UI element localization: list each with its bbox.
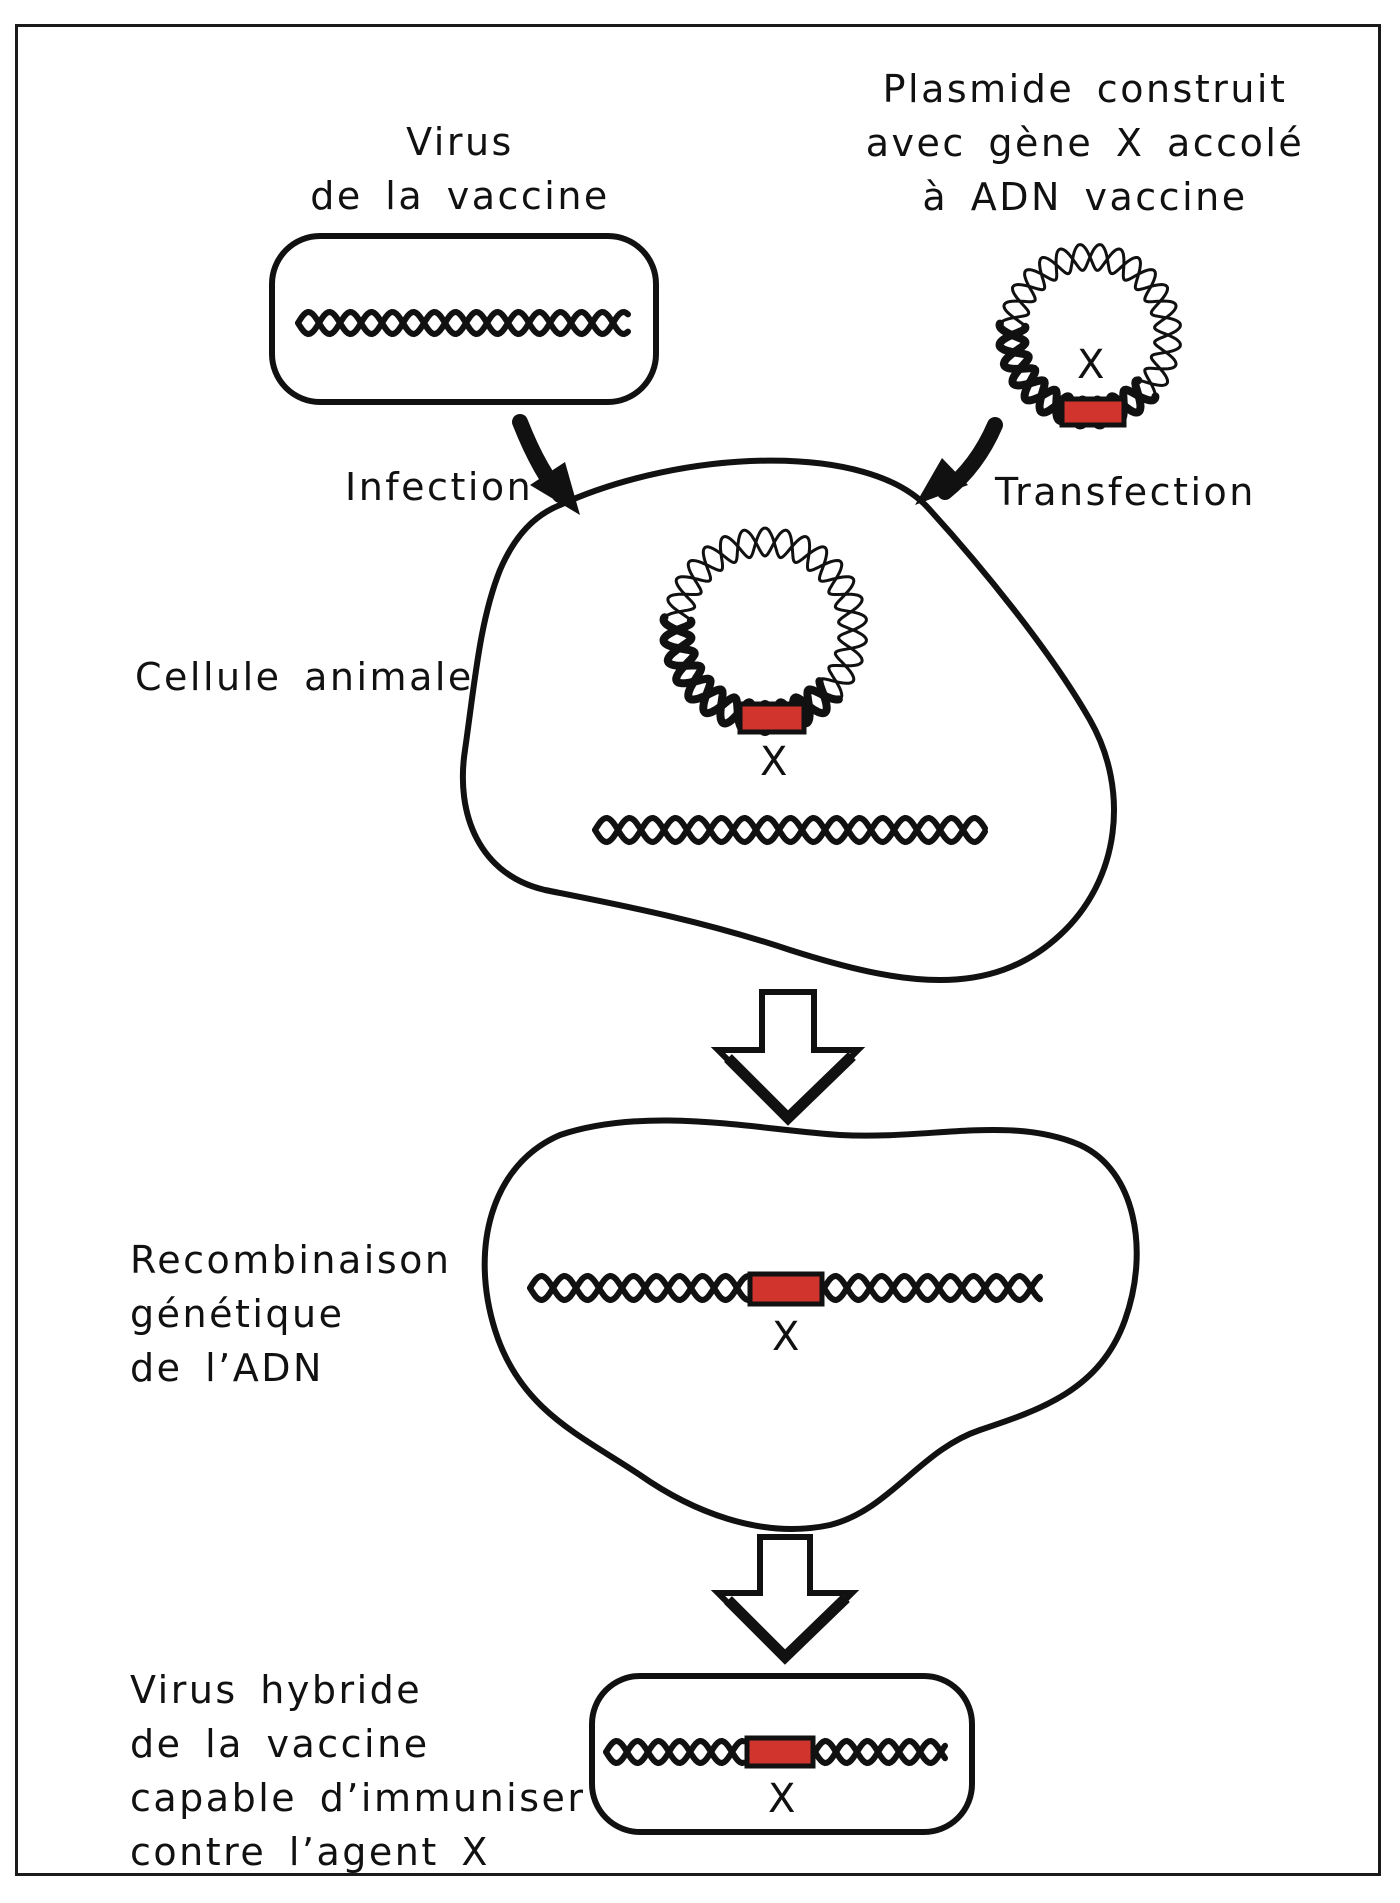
viral-dna-helix (295, 308, 631, 338)
label-plasmid: Plasmide construit avec gène X accolé à … (865, 67, 1305, 219)
label-transfection: Transfection (995, 470, 1256, 514)
label-virus: Virus de la vaccine (310, 120, 610, 218)
process-arrow-1 (710, 989, 866, 1126)
gene-x-label-recombination: X (772, 1314, 799, 1360)
plasmid-ring: X (995, 243, 1182, 430)
vaccinia-virus-capsule (269, 233, 659, 405)
process-arrow-2 (710, 1534, 860, 1665)
gene-x-label-hybrid: X (768, 1776, 795, 1822)
animal-cell-outline (459, 457, 1117, 983)
transfection-arrow (915, 417, 1003, 505)
recombined-dna-left (527, 1272, 751, 1304)
gene-x-label-plasmid: X (1077, 342, 1104, 388)
label-hybrid: Virus hybride de la vaccine capable d’im… (130, 1668, 586, 1874)
recombined-dna-right (821, 1272, 1043, 1304)
gene-x-box-cell (737, 701, 807, 735)
gene-x-box-plasmid (1059, 396, 1127, 428)
recombination-cell-outline (481, 1117, 1140, 1532)
gene-x-box-recombination (747, 1271, 825, 1307)
cell-viral-dna-helix (592, 814, 988, 846)
label-infection: Infection (345, 465, 534, 509)
cell-plasmid-ring: X (659, 526, 868, 785)
gene-x-label-cell: X (760, 739, 787, 785)
figure-frame (15, 24, 1381, 1876)
label-cell: Cellule animale (135, 655, 474, 699)
gene-x-box-hybrid (744, 1735, 816, 1769)
hybrid-virus-capsule (589, 1673, 975, 1835)
label-recombination: Recombinaison génétique de l’ADN (130, 1238, 452, 1390)
hybrid-dna-left (603, 1737, 747, 1767)
hybrid-dna-right (812, 1737, 948, 1767)
